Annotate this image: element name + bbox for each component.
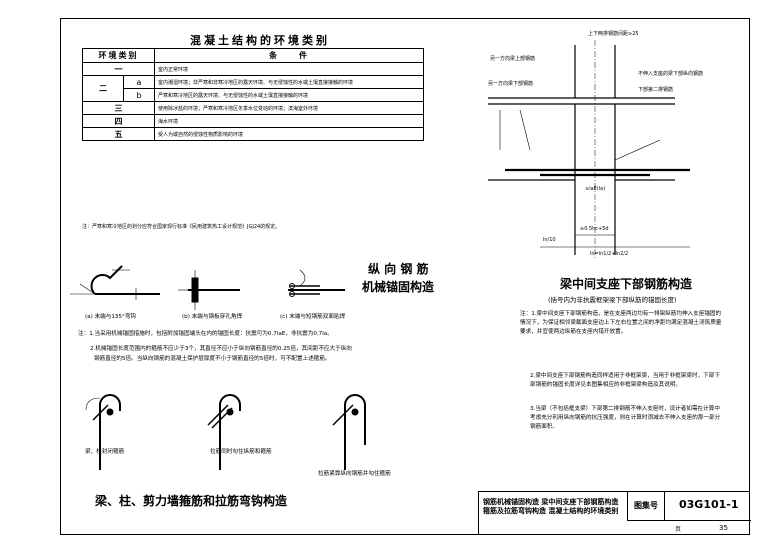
title-block-atlas-label: 图集号 — [627, 492, 665, 520]
beam-label-lower: 下部第二排钢筋 — [638, 87, 674, 93]
hook-label-mid: 拉筋同时勾住纵筋和箍筋 — [210, 449, 272, 455]
anchor-fig-c-label: (c) 末端与短钢筋双面贴焊 — [280, 314, 346, 320]
title-block: 钢筋机械锚固构造 梁中间支座下部钢筋构造 箍筋及拉筋弯钩构造 混凝土结构的环境类… — [478, 491, 751, 537]
hook-detail-left — [85, 394, 121, 470]
title-block-description: 钢筋机械锚固构造 梁中间支座下部钢筋构造 箍筋及拉筋弯钩构造 混凝土结构的环境类… — [483, 498, 618, 516]
beam-subtitle: (括号内为非抗震框架梁下部纵筋的锚固长度) — [548, 296, 677, 304]
anchor-note-2a: 2.机械锚固长度范围内的箍筋不应少于3个，其直径不应小于纵向钢筋直径的0.25倍… — [90, 346, 352, 352]
anchor-note-2b: 钢筋直径的5倍。当纵向钢筋的混凝土保护层厚度不小于钢筋直径的5倍时，可不配置上述… — [94, 356, 331, 362]
title-block-page-row: 页 35 — [627, 520, 751, 537]
beam-title: 梁中间支座下部钢筋构造 — [560, 277, 693, 291]
env-condition: 受人为或自然的侵蚀性物质影响的环境 — [154, 127, 424, 141]
beam-support-detail — [488, 40, 690, 260]
env-row: b 严寒和寒冷地区的露天环境、与无侵蚀性的水或土壤直接接触的环境 — [83, 88, 424, 102]
anchor-fig-a-label: (a) 末端与135°弯钩 — [85, 314, 137, 320]
hook-label-right: 拉筋紧靠纵向钢筋并勾住箍筋 — [318, 471, 391, 477]
env-table-title: 混凝土结构的环境类别 — [190, 34, 330, 47]
title-block-page-number: 35 — [719, 524, 728, 532]
beam-label-top: 上下两排钢筋间距≥25 — [588, 31, 639, 37]
env-table-note: 注：严寒和寒冷地区的划分应符合国家现行标准《民用建筑热工设计规范》JGJ24的规… — [82, 224, 281, 230]
hooks-title: 梁、柱、剪力墙箍筋和拉筋弯钩构造 — [95, 494, 288, 508]
beam-label-right: 不伸入支座的梁下部纵向钢筋 — [638, 71, 704, 77]
anchor-detail-b — [178, 270, 240, 310]
beam-note-3: 3.当梁（不包括框支梁）下部第二排钢筋不伸入支座时，设计者如需在计算中考虑充分利… — [530, 406, 721, 430]
env-row: 五 受人为或自然的侵蚀性物质影响的环境 — [82, 127, 424, 141]
beam-label-other-bottom: 另一方向梁下部钢筋 — [488, 81, 534, 87]
anchor-detail-a — [70, 265, 160, 300]
beam-label-other-top: 另一方向梁上部钢筋 — [490, 56, 536, 62]
beam-note-2: 2.梁中间支座下部钢筋构造同样适用于非框架梁，当用于非框架梁时，下部下部钢筋的锚… — [530, 373, 720, 388]
title-block-desc-line2: 箍筋及拉筋弯钩构造 混凝土结构的环境类别 — [483, 507, 619, 515]
beam-label-ln: ln/10 — [543, 237, 556, 243]
hook-label-left: 梁、柱封闭箍筋 — [85, 449, 125, 455]
beam-label-dim: ≥0.5hc+5d — [580, 226, 609, 232]
env-table-header: 环境类别 条 件 — [82, 48, 424, 63]
env-class: 二 — [82, 75, 124, 102]
hook-detail-mid — [207, 394, 241, 470]
hook-detail-right — [332, 394, 366, 470]
drawing-frame — [60, 18, 750, 535]
anchor-title-line1: 纵 向 钢 筋 — [368, 262, 429, 276]
anchor-note-1: 注：1.当采用机械锚固措施时，包括附加锚固端头在内的锚固长度：抗震可为0.7la… — [78, 331, 333, 337]
env-table: 环境类别 条 件 一 室内正常环境 二 a 室内潮湿环境；非严寒和非寒冷地区的露… — [82, 48, 424, 141]
beam-label-bottom: ln=ln1/2+ln2/2 — [590, 251, 629, 257]
anchor-fig-b-label: (b) 末端与钢板穿孔角焊 — [182, 314, 243, 320]
beam-note-1: 注：1.梁中间支座下部钢筋构造，是在支座两边均有一排架纵筋均伸入支座锚固的情况下… — [520, 311, 722, 335]
title-block-desc-line1: 钢筋机械锚固构造 梁中间支座下部钢筋构造 — [483, 498, 619, 506]
title-block-page-label: 页 — [675, 526, 682, 533]
anchor-detail-c — [288, 269, 345, 297]
beam-label-la: ≥laE(la) — [585, 186, 606, 192]
env-row: 二 a 室内潮湿环境；非严寒和非寒冷地区的露天环境、与无侵蚀性的水或土壤直接接触… — [82, 75, 424, 102]
env-row: 三 使用除冰盐的环境；严寒和寒冷地区冬季水位变动的环境；滨海室外环境 — [82, 101, 424, 115]
title-block-atlas-number: 03G101-1 — [679, 498, 739, 511]
anchor-title-line2: 机械锚固构造 — [362, 280, 435, 294]
